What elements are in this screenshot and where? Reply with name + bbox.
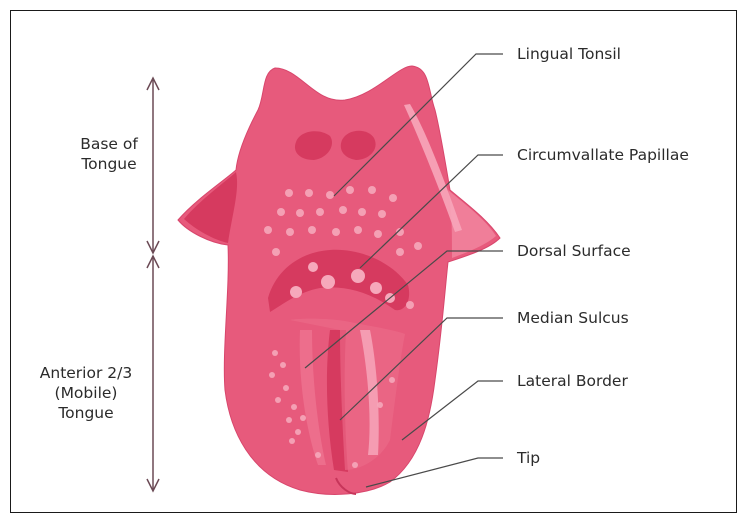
label-median-sulcus: Median Sulcus [517,308,629,328]
label-lateral-border: Lateral Border [517,371,628,391]
label-anterior-line3: Tongue [24,403,148,423]
label-tip: Tip [517,448,540,468]
label-base-line2: Tongue [66,154,152,174]
label-base-line1: Base of [66,134,152,154]
label-dorsal-surface: Dorsal Surface [517,241,631,261]
label-anterior-line2: (Mobile) [24,383,148,403]
label-lingual-tonsil: Lingual Tonsil [517,44,621,64]
label-base-of-tongue: Base of Tongue [66,134,152,174]
label-anterior-tongue: Anterior 2/3 (Mobile) Tongue [24,363,148,423]
label-anterior-line1: Anterior 2/3 [24,363,148,383]
anterior-dimension-arrow [147,256,159,491]
tongue-shape [178,66,500,494]
label-circumvallate-papillae: Circumvallate Papillae [517,145,689,165]
